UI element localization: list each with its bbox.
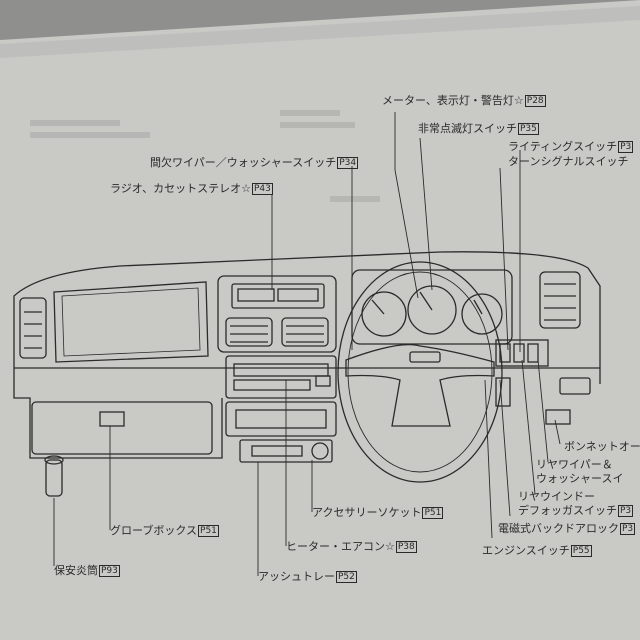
label-rear-wiper-2: ウォッシャースイ — [536, 472, 624, 485]
label-radio: ラジオ、カセットステレオ☆P43 — [110, 182, 273, 195]
label-heater: ヒーター・エアコン☆P38 — [286, 540, 417, 553]
dashboard-outline — [13, 251, 601, 497]
label-rear-defog-1: リヤウインドー — [518, 490, 595, 503]
label-bonnet-opener: ボンネットオープ — [564, 440, 640, 453]
label-turn-signal: ターンシグナルスイッチ — [508, 155, 629, 168]
label-rear-wiper-1: リヤワイパー＆ — [536, 458, 613, 471]
label-meter: メーター、表示灯・警告灯☆P28 — [382, 94, 546, 107]
leader-lines — [53, 112, 561, 576]
